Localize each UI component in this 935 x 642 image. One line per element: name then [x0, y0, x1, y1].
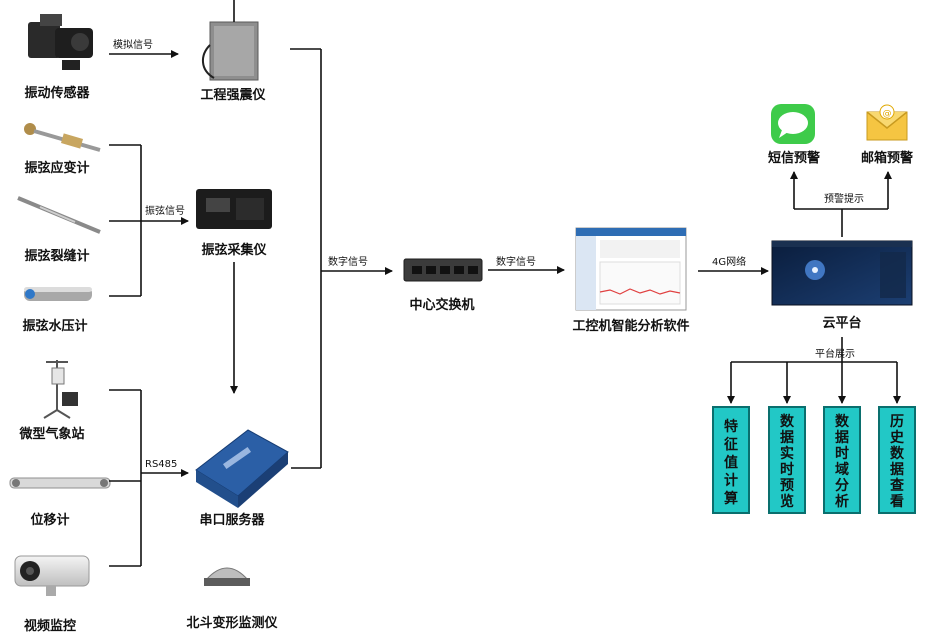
- svg-text:特: 特: [724, 418, 738, 435]
- collector-image: [196, 189, 272, 229]
- software-screenshot: [575, 227, 687, 311]
- cloud-label: 云平台: [822, 315, 861, 331]
- crack-meter-label: 振弦裂缝计: [24, 248, 89, 264]
- signal-alert: 预警提示: [824, 192, 864, 205]
- strain-gauge-label: 振弦应变计: [24, 160, 89, 176]
- software-label: 工控机智能分析软件: [572, 318, 689, 334]
- signal-rs485: RS485: [145, 459, 177, 470]
- svg-text:分: 分: [835, 478, 849, 494]
- camera-image: [14, 555, 90, 596]
- sms-icon: [771, 104, 815, 144]
- serial-server-label: 串口服务器: [199, 512, 265, 528]
- strong-motion-label: 工程强震仪: [200, 88, 266, 103]
- switch-label: 中心交换机: [409, 297, 474, 313]
- svg-text:征: 征: [724, 436, 738, 453]
- svg-text:据: 据: [890, 461, 904, 478]
- weather-station-label: 微型气象站: [18, 426, 84, 442]
- svg-text:看: 看: [889, 493, 904, 510]
- svg-text:据: 据: [780, 429, 794, 446]
- crack-meter-image: [17, 196, 101, 234]
- svg-text:计: 计: [724, 472, 738, 489]
- camera-label: 视频监控: [24, 618, 76, 634]
- signal-vibrating-wire: 振弦信号: [145, 204, 185, 217]
- svg-text:数: 数: [780, 413, 795, 430]
- weather-station-image: [43, 360, 78, 419]
- signal-digital-1: 数字信号: [328, 255, 368, 268]
- svg-text:时: 时: [835, 445, 849, 462]
- function-box-1: 特 征 值 计 算: [712, 406, 750, 514]
- svg-text:时: 时: [780, 461, 794, 478]
- strong-motion-image: [202, 0, 259, 81]
- vibration-sensor-image: [28, 14, 93, 70]
- cloud-screen: [771, 240, 913, 306]
- strain-gauge-image: [24, 123, 101, 152]
- svg-text:历: 历: [890, 414, 904, 430]
- displacement-sensor-label: 位移计: [30, 512, 69, 528]
- sms-label: 短信预警: [768, 150, 820, 166]
- svg-text:算: 算: [724, 490, 738, 507]
- svg-text:数: 数: [890, 445, 905, 462]
- svg-text:据: 据: [835, 429, 849, 446]
- svg-text:预: 预: [780, 478, 794, 494]
- switch-image: [403, 258, 483, 282]
- connection-lines: [109, 48, 901, 567]
- function-box-4: 历 史 数 据 查 看: [878, 406, 916, 514]
- mail-label: 邮箱预警: [861, 150, 913, 166]
- svg-text:览: 览: [780, 493, 794, 510]
- beidou-image: [204, 567, 250, 586]
- signal-platform-display: 平台展示: [815, 347, 855, 360]
- svg-text:史: 史: [890, 430, 905, 446]
- function-box-3: 数 据 时 域 分 析: [823, 406, 861, 514]
- signal-digital-2: 数字信号: [496, 255, 536, 268]
- beidou-label: 北斗变形监测仪: [186, 615, 278, 631]
- svg-text:数: 数: [835, 413, 850, 430]
- collector-label: 振弦采集仪: [201, 242, 267, 258]
- svg-text:域: 域: [835, 461, 849, 478]
- water-pressure-image: [24, 287, 92, 301]
- mail-icon: @: [866, 104, 908, 141]
- svg-text:值: 值: [724, 454, 738, 471]
- svg-text:查: 查: [890, 477, 905, 494]
- svg-text:实: 实: [780, 445, 794, 462]
- svg-text:@: @: [883, 109, 892, 119]
- function-box-2: 数 据 实 时 预 览: [768, 406, 806, 514]
- water-pressure-label: 振弦水压计: [22, 318, 87, 334]
- svg-text:析: 析: [835, 493, 849, 510]
- signal-4g: 4G网络: [712, 255, 746, 268]
- displacement-sensor-image: [9, 477, 111, 489]
- serial-server-image: [195, 429, 289, 508]
- vibration-sensor-label: 振动传感器: [24, 85, 90, 101]
- signal-analog: 模拟信号: [113, 38, 153, 51]
